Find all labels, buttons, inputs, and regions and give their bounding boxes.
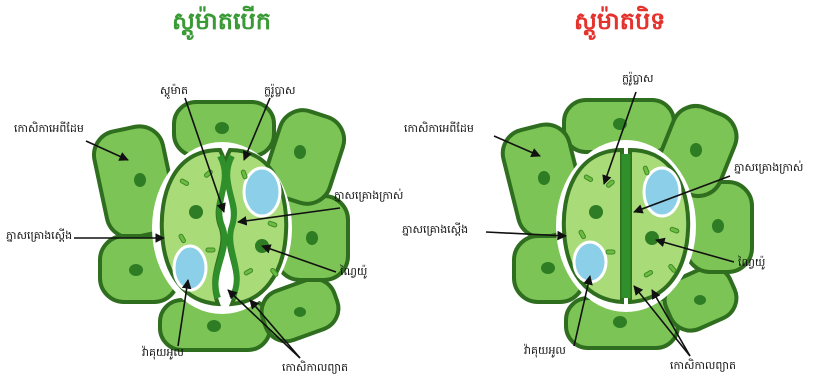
label-guard-cell-closed: កោសិកាលព្យាត <box>670 359 736 375</box>
closed-guard-nucleus-left <box>589 205 603 219</box>
label-epidermal-open: កោសិកាអេពីដែម <box>14 122 84 138</box>
closed-stoma-figure <box>498 99 752 348</box>
label-nucleus-closed: ណ្វៃយ៉ូ <box>738 256 765 272</box>
closed-vacuole-right <box>644 168 680 216</box>
open-vacuole-left <box>174 246 206 290</box>
label-chloroplast-closed: ក្លរ៉ូប្លាស <box>622 72 653 88</box>
open-vacuole-right <box>244 168 280 216</box>
label-thick-wall-closed: ភ្នាសគ្រោងក្រាស់ <box>734 161 803 177</box>
label-stoma: ស្តូម៉ាត <box>160 84 188 100</box>
label-guard-cell-open: កោសិកាលព្យាត <box>282 361 348 377</box>
closed-guard-nucleus-right <box>645 231 659 245</box>
label-vacuole-closed: វ៉ាគុយអូល <box>524 344 566 360</box>
label-epidermal-closed: កោសិកាអេពីដែម <box>404 122 474 138</box>
label-thick-wall-open: ភ្នាសគ្រោងក្រាស់ <box>334 189 403 205</box>
label-thin-wall-closed: ភ្នាសគ្រោងស្តើង <box>402 223 468 239</box>
label-vacuole-open: វ៉ាគុយអូល <box>142 346 184 362</box>
label-thin-wall-open: ភ្នាសគ្រោងស្តើង <box>6 229 72 245</box>
label-chloroplast-open: ក្លរ៉ូប្លាស <box>264 84 295 100</box>
open-guard-nucleus-left <box>189 205 203 219</box>
open-stoma-figure <box>90 102 351 350</box>
label-nucleus-open: ណ្វៃយ៉ូ <box>340 265 367 281</box>
